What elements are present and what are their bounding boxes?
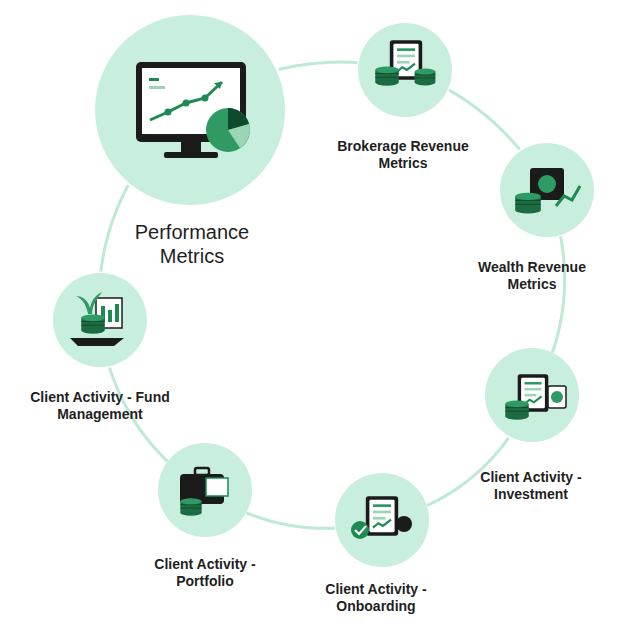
metric-circle: Client Activity - Fund Management: [53, 273, 147, 367]
circle-fill: [500, 143, 594, 237]
investment-icon: [505, 374, 566, 419]
circle-fill: [158, 443, 252, 537]
node-label: Client Activity - Portfolio: [130, 556, 280, 590]
circle-outline: [95, 15, 285, 205]
circle-fill: [485, 348, 579, 442]
metric-circle: Client Activity - Investment: [485, 348, 579, 442]
circle-fill: [53, 273, 147, 367]
circle-outline: [500, 143, 594, 237]
node-label: Performance Metrics: [107, 220, 277, 268]
circle-outline: [358, 23, 452, 117]
circle-outline: [335, 473, 429, 567]
portfolio-icon: [180, 468, 228, 516]
node-label: Brokerage Revenue Metrics: [328, 138, 478, 172]
metric-circle: Brokerage Revenue Metrics: [358, 23, 452, 117]
monitor-icon: [136, 62, 250, 158]
circle-outline: [485, 348, 579, 442]
fund-management-icon: [70, 292, 124, 346]
node-label: Client Activity - Fund Management: [25, 389, 175, 423]
brokerage-icon: [375, 40, 435, 85]
ring-connector: [279, 62, 358, 69]
circle-outline: [158, 443, 252, 537]
wealth-icon: [515, 168, 580, 214]
metric-circle: Client Activity - Onboarding: [335, 473, 429, 567]
node-label: Client Activity - Investment: [456, 469, 606, 503]
circle-fill: [95, 15, 285, 205]
ring-connector: [552, 236, 564, 352]
ring-connector: [101, 185, 128, 271]
node-label: Client Activity - Onboarding: [301, 581, 451, 615]
node-label: Wealth Revenue Metrics: [457, 259, 607, 293]
metric-circle: Wealth Revenue Metrics: [500, 143, 594, 237]
circle-fill: [335, 473, 429, 567]
metric-circle: Performance Metrics: [95, 15, 285, 205]
circle-outline: [53, 273, 147, 367]
ring-connector: [246, 513, 335, 529]
onboarding-icon: [351, 496, 412, 539]
metric-circle: Client Activity - Portfolio: [158, 443, 252, 537]
circle-fill: [358, 23, 452, 117]
